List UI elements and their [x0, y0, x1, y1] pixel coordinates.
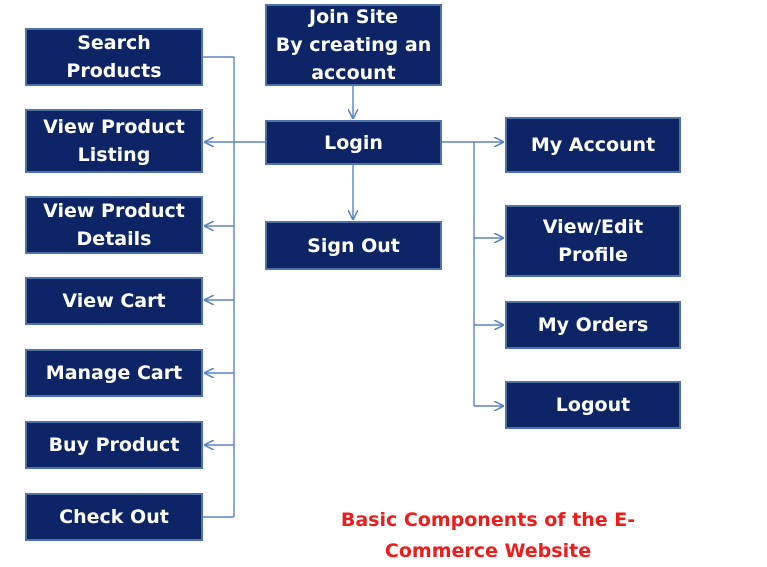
my-account-node[interactable]: My Account — [505, 117, 681, 173]
view-product-listing-node[interactable]: View Product Listing — [25, 109, 203, 173]
join-site-node[interactable]: Join Site By creating an account — [265, 4, 442, 86]
buy-product-node[interactable]: Buy Product — [25, 421, 203, 469]
logout-node[interactable]: Logout — [505, 381, 681, 429]
view-cart-node[interactable]: View Cart — [25, 277, 203, 325]
check-out-node[interactable]: Check Out — [25, 493, 203, 541]
login-node[interactable]: Login — [265, 120, 442, 165]
sign-out-node[interactable]: Sign Out — [265, 221, 442, 270]
search-products-node[interactable]: Search Products — [25, 28, 203, 86]
my-orders-node[interactable]: My Orders — [505, 301, 681, 349]
view-edit-profile-node[interactable]: View/Edit Profile — [505, 205, 681, 277]
manage-cart-node[interactable]: Manage Cart — [25, 349, 203, 397]
view-product-details-node[interactable]: View Product Details — [25, 196, 203, 254]
diagram-caption: Basic Components of the E- Commerce Webs… — [340, 509, 636, 562]
